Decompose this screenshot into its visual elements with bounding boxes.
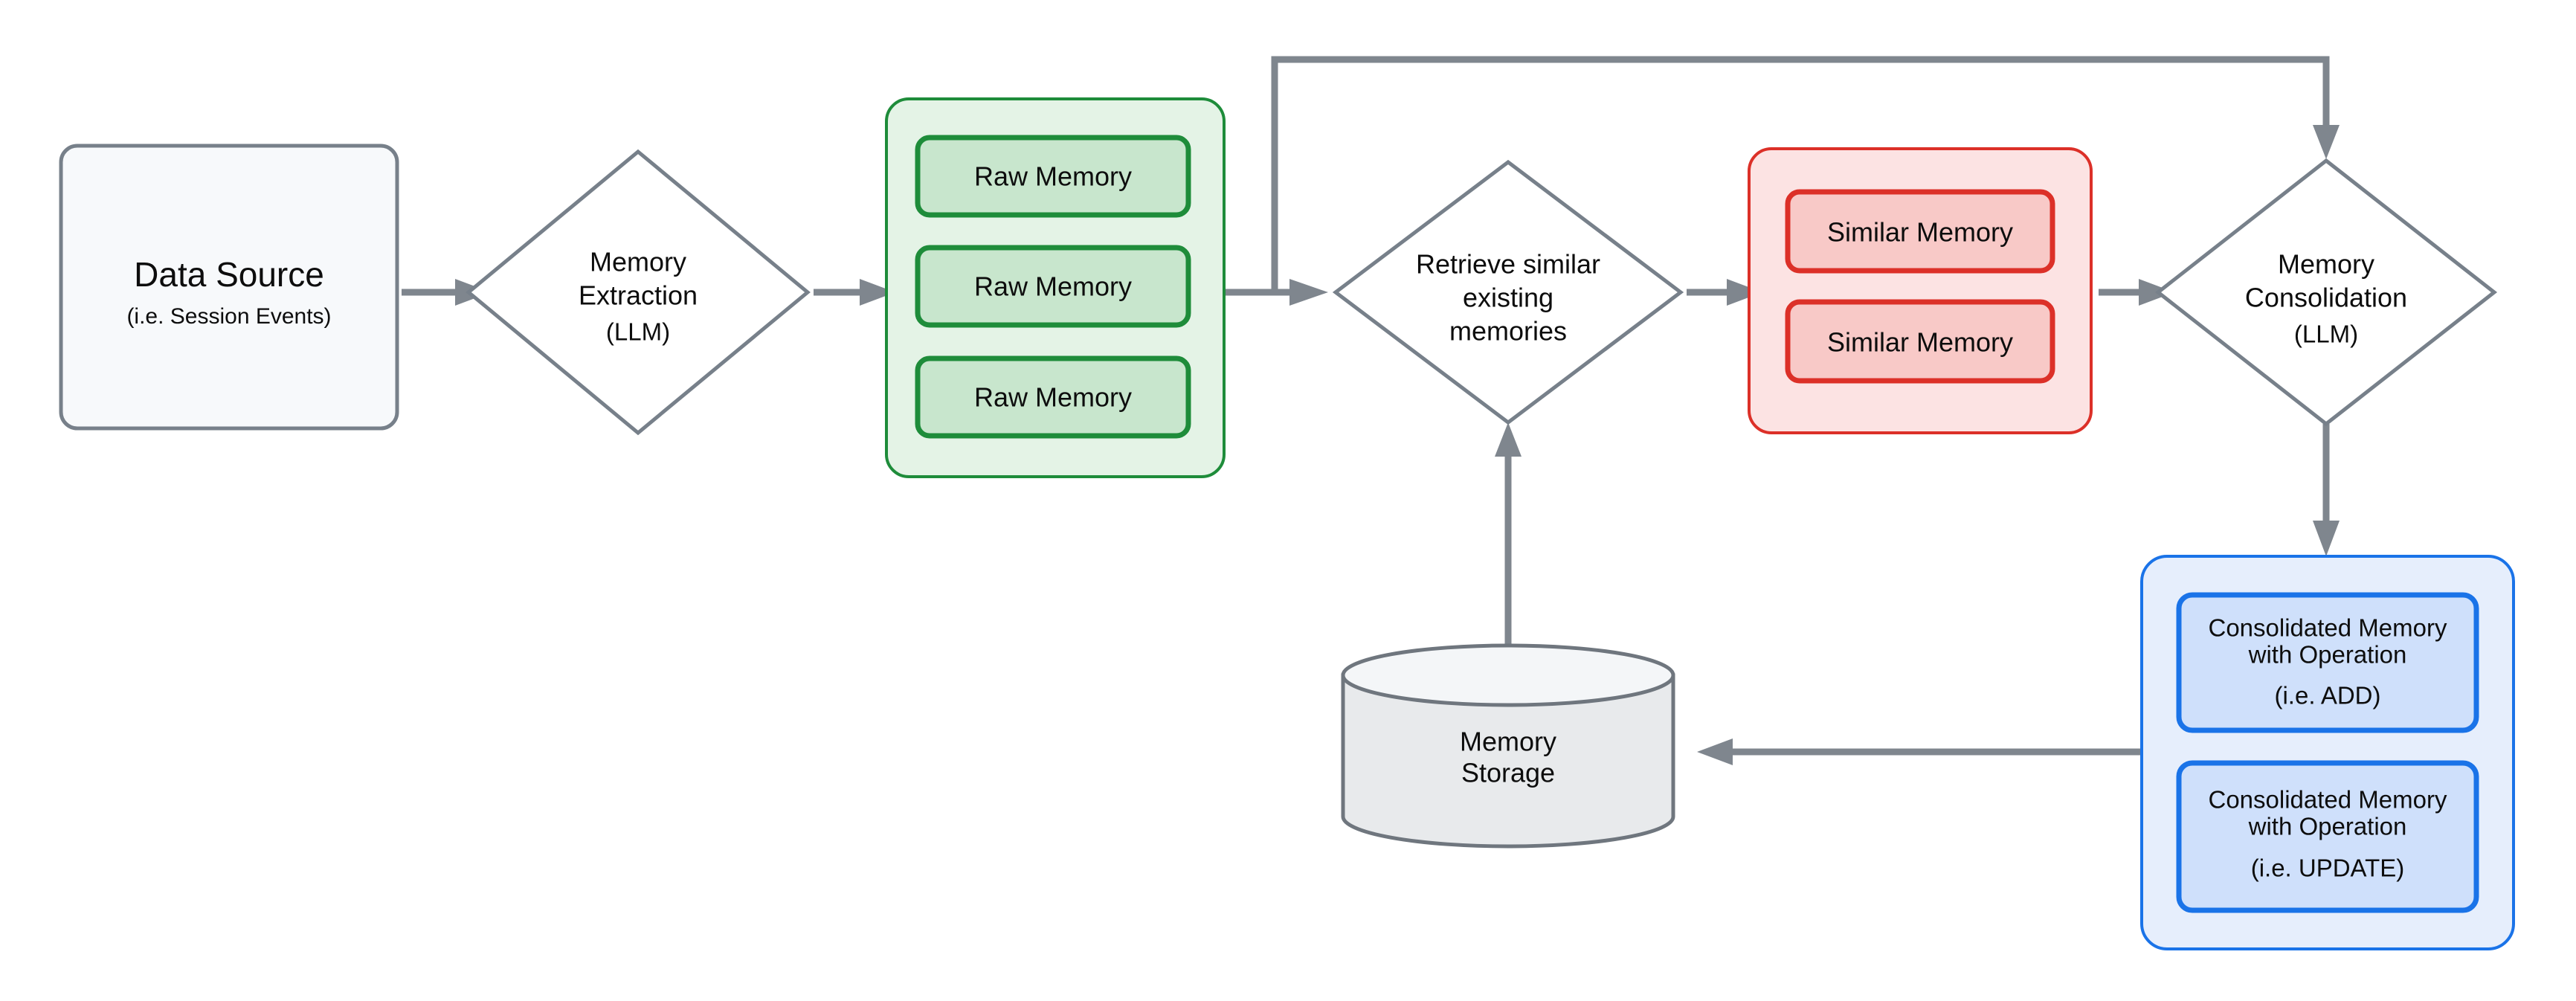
node-data-source[interactable]: Data Source (i.e. Session Events) [59,144,399,431]
edge-raw-memory-to-retrieve-similar [1224,279,1328,306]
node-memory-consolidation[interactable]: Memory Consolidation (LLM) [2154,158,2498,427]
consolidated-memory-item-1[interactable]: Consolidated Memory with Operation (i.e.… [2176,592,2479,733]
raw-memory-box-3 [915,355,1191,439]
node-memory-storage[interactable]: Memory Storage [1341,643,1675,849]
raw-memory-item-1[interactable]: Raw Memory [915,135,1191,218]
data-source-title: Data Source [134,255,324,294]
memory-storage-body [1341,673,1675,849]
memory-storage-line1: Memory [1460,727,1556,757]
raw-memory-item-2[interactable]: Raw Memory [915,245,1191,328]
edge-consolidation-to-consolidated-memory [2313,424,2340,556]
raw-memory-box-2 [915,245,1191,328]
node-memory-extraction[interactable]: Memory Extraction (LLM) [466,149,811,436]
retrieve-similar-line1: Retrieve similar [1416,249,1600,280]
edge-retrieve-similar-to-similar-memory [1687,279,1762,306]
consolidated-memory-2-line2: with Operation [2248,813,2407,840]
consolidated-memory-box-1 [2176,592,2479,733]
raw-memory-box-1 [915,135,1191,218]
memory-consolidation-subtitle: (LLM) [2294,321,2358,348]
node-retrieve-similar-memories[interactable]: Retrieve similar existing memories [1332,159,1684,425]
retrieve-similar-line3: memories [1449,316,1567,347]
edge-consolidated-memory-to-storage [1697,738,2142,765]
memory-consolidation-shape [2154,158,2498,427]
memory-consolidation-line1: Memory [2278,249,2374,280]
memory-extraction-line1: Memory [590,247,686,277]
consolidated-memory-1-subtitle: (i.e. ADD) [2274,682,2380,709]
data-source-subtitle: (i.e. Session Events) [126,304,331,329]
similar-memory-item-2[interactable]: Similar Memory [1785,299,2055,384]
consolidated-memory-box-2 [2176,760,2479,913]
retrieve-similar-shape [1332,159,1684,425]
consolidated-memory-1-line2: with Operation [2248,641,2407,669]
raw-memory-item-3[interactable]: Raw Memory [915,355,1191,439]
memory-storage-top [1341,643,1675,707]
group-similar-memory: Similar Memory Similar Memory [1748,147,2093,434]
memory-extraction-shape [466,149,811,436]
raw-memory-label-1: Raw Memory [974,161,1132,192]
similar-memory-item-1[interactable]: Similar Memory [1785,189,2055,274]
similar-memory-label-2: Similar Memory [1827,327,2013,358]
raw-memory-label-2: Raw Memory [974,271,1132,302]
consolidated-memory-2-subtitle: (i.e. UPDATE) [2251,854,2405,882]
group-consolidated-memory: Consolidated Memory with Operation (i.e.… [2140,555,2515,950]
memory-storage-line2: Storage [1461,758,1555,788]
raw-memory-label-3: Raw Memory [974,382,1132,413]
consolidated-memory-item-2[interactable]: Consolidated Memory with Operation (i.e.… [2176,760,2479,913]
edge-raw-memory-feedback-to-consolidation [1271,56,2340,292]
data-source-shape [59,144,399,431]
consolidated-memory-1-line1: Consolidated Memory [2209,614,2447,642]
edge-memory-extraction-to-raw-memory [814,279,895,306]
edge-storage-to-retrieve-similar [1495,422,1522,669]
memory-consolidation-line2: Consolidation [2245,283,2407,313]
similar-memory-box-1 [1785,189,2055,274]
similar-memory-label-1: Similar Memory [1827,217,2013,248]
retrieve-similar-line2: existing [1463,283,1553,313]
similar-memory-box-2 [1785,299,2055,384]
memory-extraction-subtitle: (LLM) [606,318,670,346]
consolidated-memory-2-line1: Consolidated Memory [2209,786,2447,814]
group-raw-memory: Raw Memory Raw Memory Raw Memory [885,97,1226,478]
memory-extraction-line2: Extraction [579,280,698,311]
